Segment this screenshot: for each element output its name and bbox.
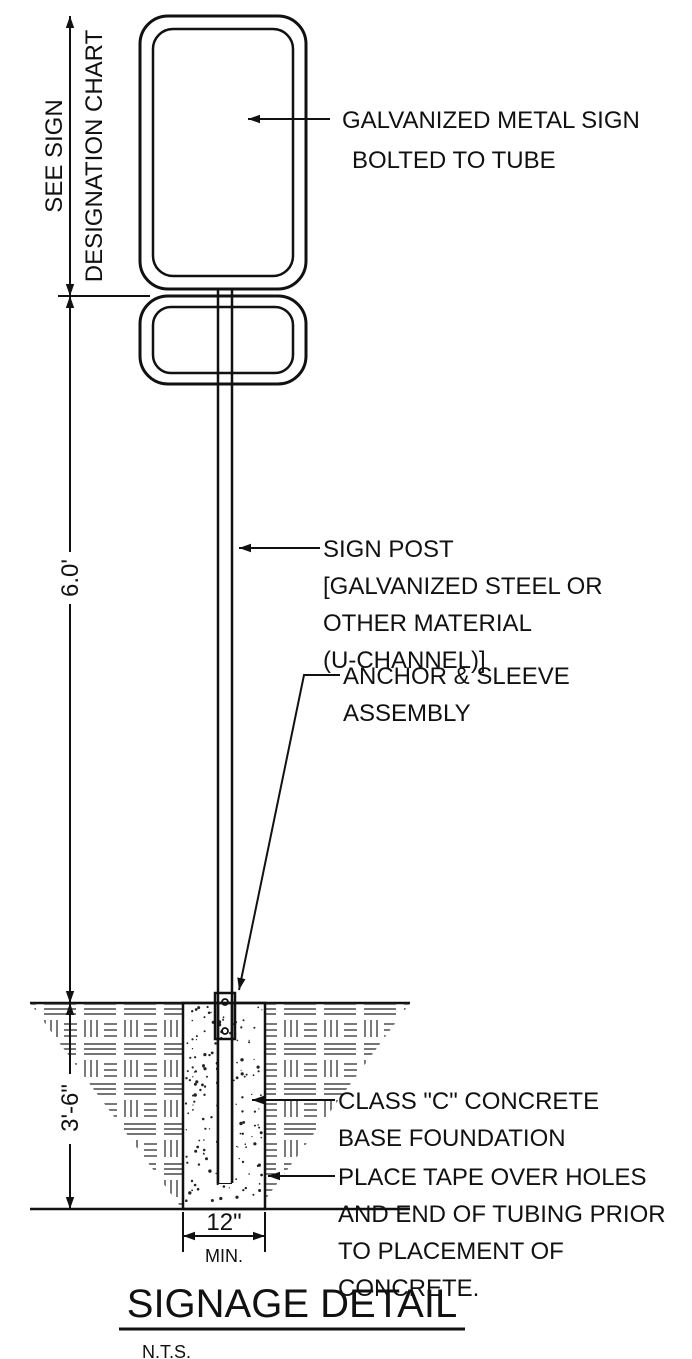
anchor-callout: ANCHOR & SLEEVE ASSEMBLY <box>343 663 570 727</box>
sign-callout-line-2: BOLTED TO TUBE <box>352 147 556 174</box>
anchor-callout-line-2: ASSEMBLY <box>343 700 471 727</box>
sign-callout-line-1: GALVANIZED METAL SIGN <box>342 107 640 134</box>
concrete-callout-line-2: BASE FOUNDATION <box>338 1125 566 1152</box>
post-height-label: 6.0' <box>57 559 84 597</box>
post-callout-line-1: SIGN POST <box>323 536 454 563</box>
anchor-callout-line-1: ANCHOR & SLEEVE <box>343 663 570 690</box>
sign-panel <box>138 14 308 291</box>
base-width-note: MIN. <box>205 1246 243 1266</box>
anchor-sleeve-assembly <box>213 991 237 1041</box>
base-width-label: 12" <box>206 1209 241 1236</box>
tape-callout-line-3: TO PLACEMENT OF <box>338 1238 564 1265</box>
callout-leaders <box>237 114 340 1181</box>
tape-callout: PLACE TAPE OVER HOLES AND END OF TUBING … <box>338 1164 666 1302</box>
concrete-callout-line-1: CLASS "C" CONCRETE <box>338 1088 599 1115</box>
sign-height-label-line-2: DESIGNATION CHART <box>81 29 108 282</box>
sign-height-label-line-1: SEE SIGN <box>41 99 68 212</box>
concrete-base <box>181 1001 267 1211</box>
tape-callout-line-4: CONCRETE. <box>338 1275 479 1302</box>
scale-note: N.T.S. <box>142 1342 191 1359</box>
post-callout-line-2: [GALVANIZED STEEL OR <box>323 573 603 600</box>
concrete-callout: CLASS "C" CONCRETE BASE FOUNDATION <box>338 1088 599 1152</box>
detail-title: SIGNAGE DETAIL <box>127 1282 457 1326</box>
post-callout-line-4: (U-CHANNEL)] <box>323 647 486 674</box>
tape-callout-line-2: AND END OF TUBING PRIOR <box>338 1201 666 1228</box>
post-callout: SIGN POST [GALVANIZED STEEL OR OTHER MAT… <box>323 536 603 674</box>
post-callout-line-3: OTHER MATERIAL <box>323 610 532 637</box>
tape-callout-line-1: PLACE TAPE OVER HOLES <box>338 1164 647 1191</box>
supplemental-plate <box>138 294 308 386</box>
sign-callout: GALVANIZED METAL SIGN BOLTED TO TUBE <box>342 107 640 174</box>
embed-depth-label: 3'-6" <box>57 1084 84 1132</box>
